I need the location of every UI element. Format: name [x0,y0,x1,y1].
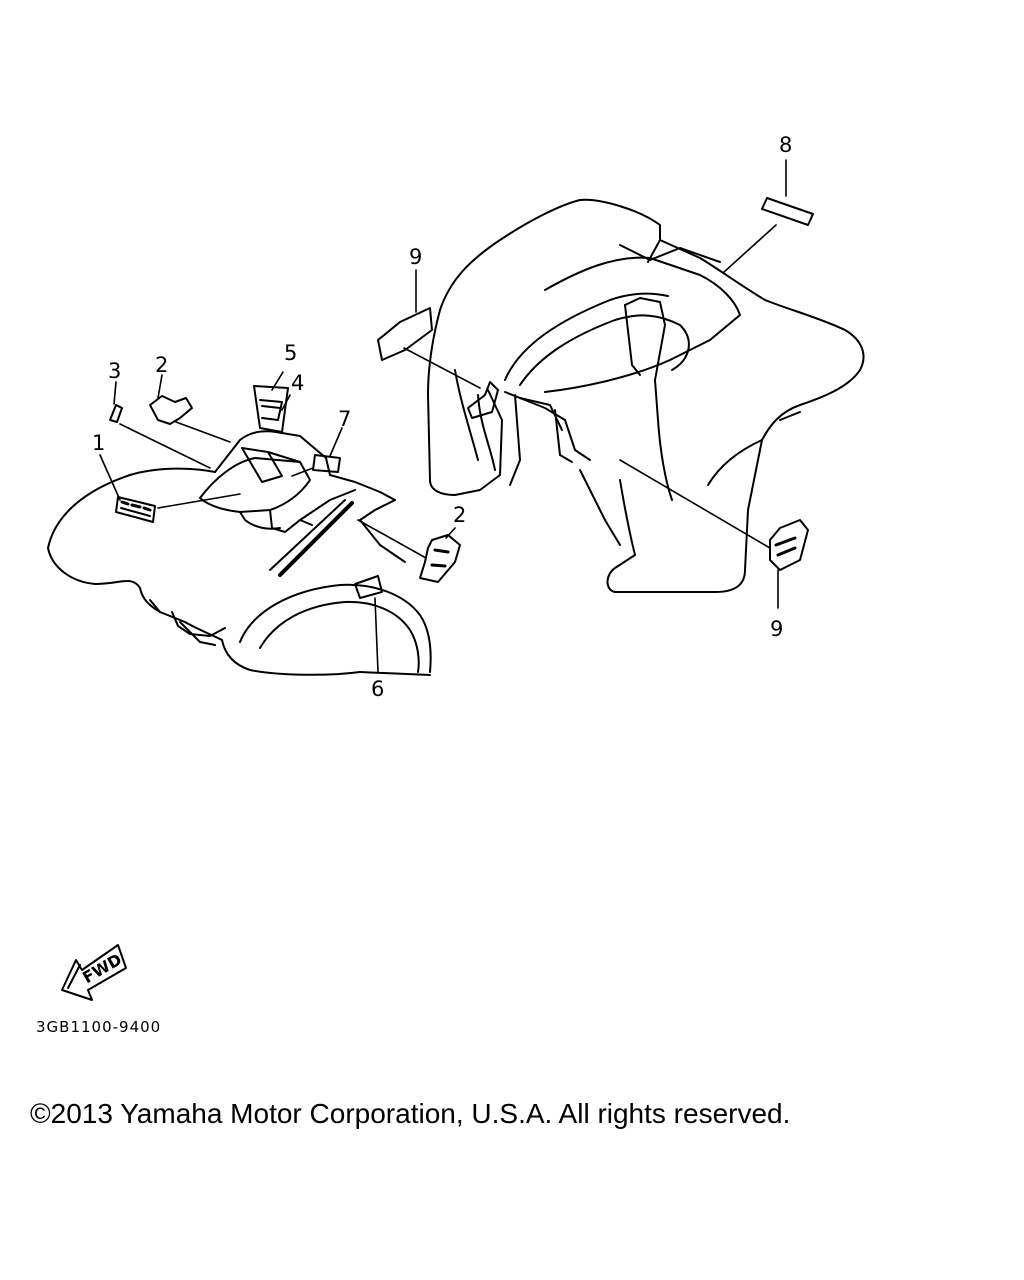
decal-label-part-6 [355,576,382,598]
callout-6: 6 [371,677,384,701]
callout-9a: 9 [409,245,422,269]
callout-9b: 9 [770,617,783,641]
decal-irregular-part-2a [150,396,192,424]
decal-emblem-part-1 [116,497,155,522]
decal-irregular-part-2b [420,535,460,582]
leader-lines [100,160,786,672]
callout-8: 8 [779,133,792,157]
decal-strip-part-8 [762,198,813,225]
rear-fender [428,200,864,592]
front-fender [48,431,431,675]
copyright-notice: ©2013 Yamaha Motor Corporation, U.S.A. A… [30,1098,791,1129]
decal-part-9a [378,308,432,360]
callout-3: 3 [108,359,121,383]
decal-label-part-7 [313,455,340,472]
callout-2a: 2 [155,353,168,377]
callout-7: 7 [338,407,351,431]
callout-2b: 2 [453,503,466,527]
callout-1: 1 [92,431,105,455]
callout-4: 4 [291,371,304,395]
decal-label-part-4-5 [254,386,288,432]
fwd-arrow-icon: FWD [62,945,126,1000]
callout-5: 5 [284,341,297,365]
bracket [468,382,498,418]
decal-small-part-3 [110,405,122,422]
diagram-part-code: 3GB1100-9400 [36,1018,162,1036]
decal-part-9b [770,520,808,570]
